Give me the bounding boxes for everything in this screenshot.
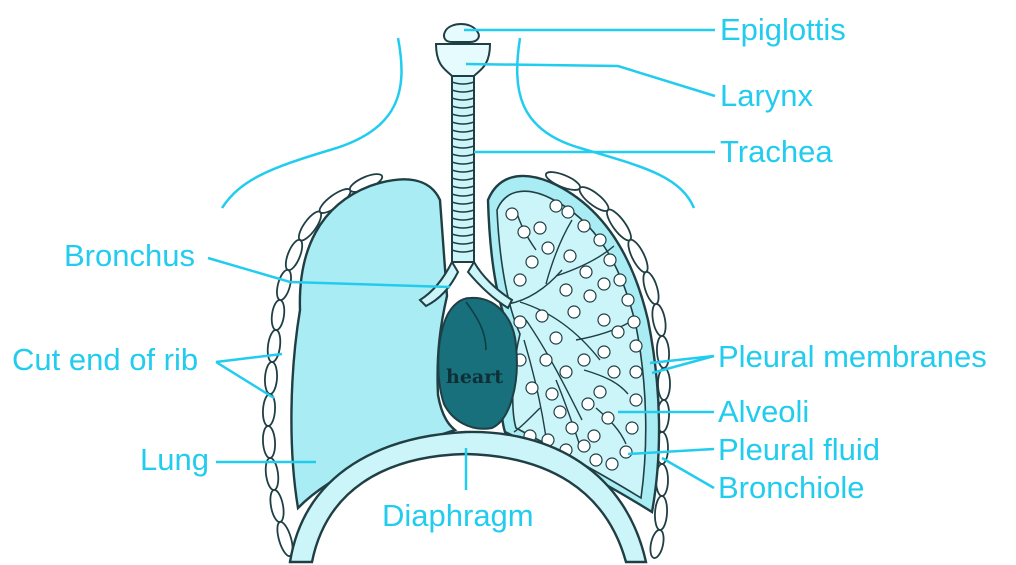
alveolus	[594, 234, 606, 246]
label-diaphragm: Diaphragm	[382, 498, 534, 533]
rib-segment	[658, 368, 670, 400]
rib-segment	[274, 268, 294, 301]
rib-segment	[268, 489, 286, 523]
alveolus	[604, 254, 616, 266]
alveolus	[606, 458, 618, 470]
alveolus	[578, 220, 590, 232]
alveolus	[630, 394, 642, 406]
alveolus	[628, 316, 640, 328]
alveolus	[514, 274, 526, 286]
alveolus	[612, 326, 624, 338]
alveolus	[534, 222, 546, 234]
rib-segment	[654, 496, 668, 531]
alveolus	[546, 388, 558, 400]
alveolus	[554, 406, 566, 418]
heart	[438, 298, 517, 429]
label-pleural-membranes: Pleural membranes	[718, 339, 987, 374]
alveolus	[630, 340, 642, 352]
rib-segment	[656, 336, 670, 369]
alveolus	[598, 278, 610, 290]
rib-segment	[650, 303, 668, 337]
trachea	[452, 66, 474, 262]
alveolus	[526, 256, 538, 268]
epiglottis	[444, 24, 479, 42]
label-lung: Lung	[140, 442, 209, 477]
label-epiglottis: Epiglottis	[720, 12, 846, 47]
rib-segment	[262, 426, 276, 459]
alveolus	[578, 354, 590, 366]
alveolus	[578, 440, 590, 452]
alveolus	[598, 314, 610, 326]
larynx	[436, 44, 490, 76]
alveolus	[536, 310, 548, 322]
rib-segment	[270, 299, 286, 331]
alveolus	[590, 454, 602, 466]
alveolus	[560, 366, 572, 378]
alveolus	[620, 446, 632, 458]
alveolus	[518, 226, 530, 238]
alveolus	[594, 386, 606, 398]
rib-segment	[648, 529, 666, 560]
label-bronchus: Bronchus	[64, 238, 195, 273]
alveolus	[526, 382, 538, 394]
heart-label: heart	[446, 366, 503, 388]
alveolus	[626, 422, 638, 434]
label-cut-end-of-rib: Cut end of rib	[12, 342, 198, 377]
alveolus	[564, 250, 576, 262]
label-alveoli: Alveoli	[718, 394, 809, 429]
alveolus	[580, 266, 592, 278]
alveolus	[514, 316, 526, 328]
alveolus	[602, 412, 614, 424]
alveolus	[562, 206, 574, 218]
label-pleural-fluid: Pleural fluid	[718, 432, 880, 467]
alveolus	[542, 242, 554, 254]
alveolus	[550, 332, 562, 344]
label-bronchiole: Bronchiole	[718, 470, 864, 505]
alveolus	[560, 284, 572, 296]
alveolus	[550, 200, 562, 212]
alveolus	[568, 306, 580, 318]
alveolus	[540, 354, 552, 366]
rib-segment	[266, 329, 282, 362]
label-larynx: Larynx	[720, 78, 814, 113]
rib-segment	[262, 394, 276, 427]
alveolus	[506, 208, 518, 220]
alveolus	[608, 366, 620, 378]
label-trachea: Trachea	[720, 134, 833, 169]
alveolus	[598, 346, 610, 358]
alveolus	[582, 398, 594, 410]
alveolus	[588, 430, 600, 442]
alveolus	[584, 290, 596, 302]
alveolus	[614, 274, 626, 286]
rib-segment	[264, 362, 278, 395]
alveolus	[630, 366, 642, 378]
alveolus	[566, 422, 578, 434]
alveolus	[622, 294, 634, 306]
